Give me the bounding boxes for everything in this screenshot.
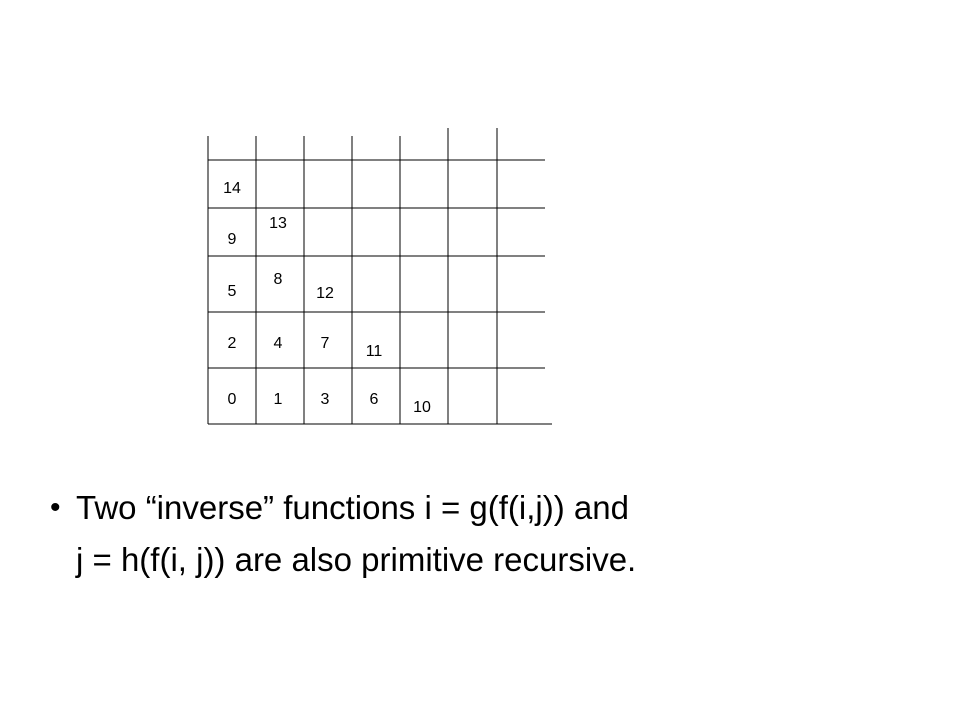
bullet-marker: • bbox=[50, 491, 61, 524]
grid-cell-label: 5 bbox=[228, 283, 237, 300]
grid-cell-label: 1 bbox=[274, 391, 283, 408]
grid-cell-label: 8 bbox=[274, 271, 283, 288]
grid-cell-label: 7 bbox=[321, 335, 330, 352]
grid-cell-label: 12 bbox=[316, 285, 334, 302]
bullet-continuation: j = h(f(i, j)) are also primitive recurs… bbox=[76, 534, 936, 586]
grid-cell-label: 9 bbox=[228, 231, 237, 248]
grid-cell-label: 10 bbox=[413, 399, 431, 416]
bullet-item: • Two “inverse” functions i = g(f(i,j)) … bbox=[50, 482, 936, 534]
grid-cell-label: 3 bbox=[321, 391, 330, 408]
grid-cell-label: 11 bbox=[366, 343, 383, 360]
grid-cell-label: 2 bbox=[228, 335, 237, 352]
grid-lines bbox=[207, 128, 552, 425]
grid-cell-label: 13 bbox=[269, 215, 287, 232]
grid-cell-label: 0 bbox=[228, 391, 237, 408]
bullet-list: • Two “inverse” functions i = g(f(i,j)) … bbox=[50, 482, 936, 586]
bullet-text-line-2: j = h(f(i, j)) are also primitive recurs… bbox=[76, 541, 637, 578]
grid-cell-label: 6 bbox=[370, 391, 379, 408]
grid-cell-label: 4 bbox=[274, 335, 283, 352]
grid-cell-label: 14 bbox=[223, 180, 241, 197]
bullet-text-line-1: Two “inverse” functions i = g(f(i,j)) an… bbox=[76, 489, 629, 526]
